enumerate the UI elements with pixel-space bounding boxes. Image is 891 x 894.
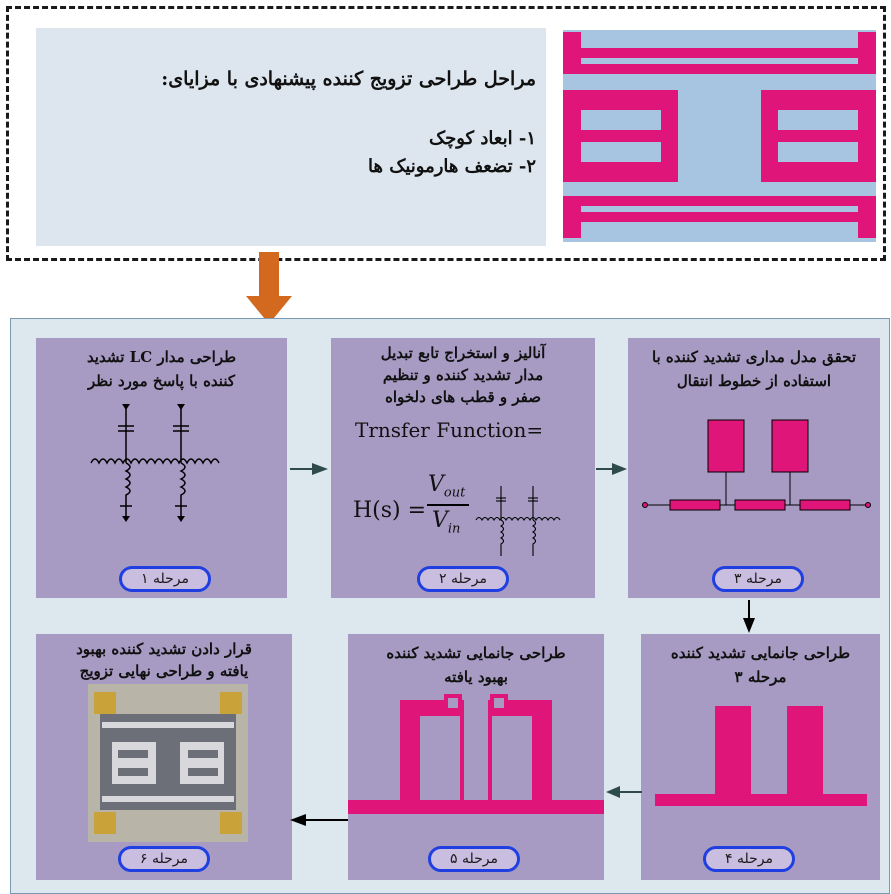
stage-4-badge: مرحله ۴ [703, 846, 795, 872]
fraction-bar [427, 504, 469, 506]
arrow-stage5-to-6 [290, 814, 348, 826]
stage-3-box: تحقق مدل مداری تشدید کننده با استفاده از… [628, 338, 880, 598]
arrow-stage1-to-2 [290, 463, 328, 475]
formula-denominator: Vin [432, 508, 461, 537]
stage-3-title-line2: استفاده از خطوط انتقال [676, 372, 832, 390]
stage-5-title-line1: طراحی جانمایی تشدید کننده [386, 644, 566, 662]
arrow-stage2-to-3 [596, 463, 627, 475]
stage-3-badge: مرحله ۳ [712, 566, 804, 592]
lc-circuit-drawing [90, 404, 220, 522]
stage-2-title-line1: آنالیز و استخراج تابع تبدیل [380, 344, 546, 362]
stage-2-box: آنالیز و استخراج تابع تبدیل مدار تشدید ک… [331, 338, 595, 598]
stage-5-title-line2: بهبود یافته [444, 668, 508, 686]
stage-3-title-line1: تحقق مدل مداری تشدید کننده با [651, 348, 857, 366]
arrow-stage3-to-4 [743, 600, 755, 633]
arrow-stage4-to-5 [606, 786, 642, 798]
stage-4-title-line1: طراحی جانمایی تشدید کننده [670, 644, 851, 662]
stage-4-layout-drawing [655, 706, 867, 806]
transmission-line-model-drawing [642, 419, 871, 511]
stage-6-title-line2: یافته و طراحی نهایی تزویج [79, 662, 249, 680]
coupler-layout-drawing [563, 32, 876, 238]
stage-4-box: طراحی جانمایی تشدید کننده مرحله ۳ مرحله … [641, 634, 880, 880]
down-arrow-orange [246, 252, 292, 324]
formula-lhs: H(s) = [353, 498, 427, 523]
stage-1-badge: مرحله ۱ [119, 566, 211, 592]
stage-2-badge: مرحله ۲ [417, 566, 509, 592]
stage-2-title-line2: مدار تشدید کننده و تنظیم [382, 366, 544, 384]
stage-4-title-line2: مرحله ۳ [734, 668, 787, 686]
stage-6-box: قرار دادن تشدید کننده بهبود یافته و طراح… [36, 634, 292, 880]
coupler-layout-image [563, 30, 876, 242]
stage-1-title-line2: کننده با پاسخ مورد نظر [87, 372, 236, 390]
fabricated-coupler-photo [88, 684, 248, 842]
stage-1-title-line1: طراحی مدار LC تشدید [86, 348, 237, 366]
advantage-item-1: ۱- ابعاد کوچک [429, 128, 536, 149]
top-description-box [36, 28, 546, 246]
stage-6-badge: مرحله ۶ [118, 846, 210, 872]
stage-5-layout-drawing [348, 694, 604, 814]
lc-circuit-small-drawing [475, 486, 561, 556]
advantage-item-2: ۲- تضعف هارمونیک ها [367, 156, 536, 177]
stage-2-title-line3: صفر و قطب های دلخواه [385, 388, 541, 406]
top-title: مراحل طراحی تزویج کننده پیشنهادی با مزای… [161, 68, 536, 90]
stage-5-box: طراحی جانمایی تشدید کننده بهبود یافته مر… [348, 634, 604, 880]
transfer-function-label: Trnsfer Function= [355, 418, 544, 442]
stage-6-title-line1: قرار دادن تشدید کننده بهبود [76, 640, 252, 658]
stage-1-box: طراحی مدار LC تشدید کننده با پاسخ مورد ن… [36, 338, 287, 598]
stage-5-badge: مرحله ۵ [428, 846, 520, 872]
formula-numerator: Vout [428, 472, 466, 501]
